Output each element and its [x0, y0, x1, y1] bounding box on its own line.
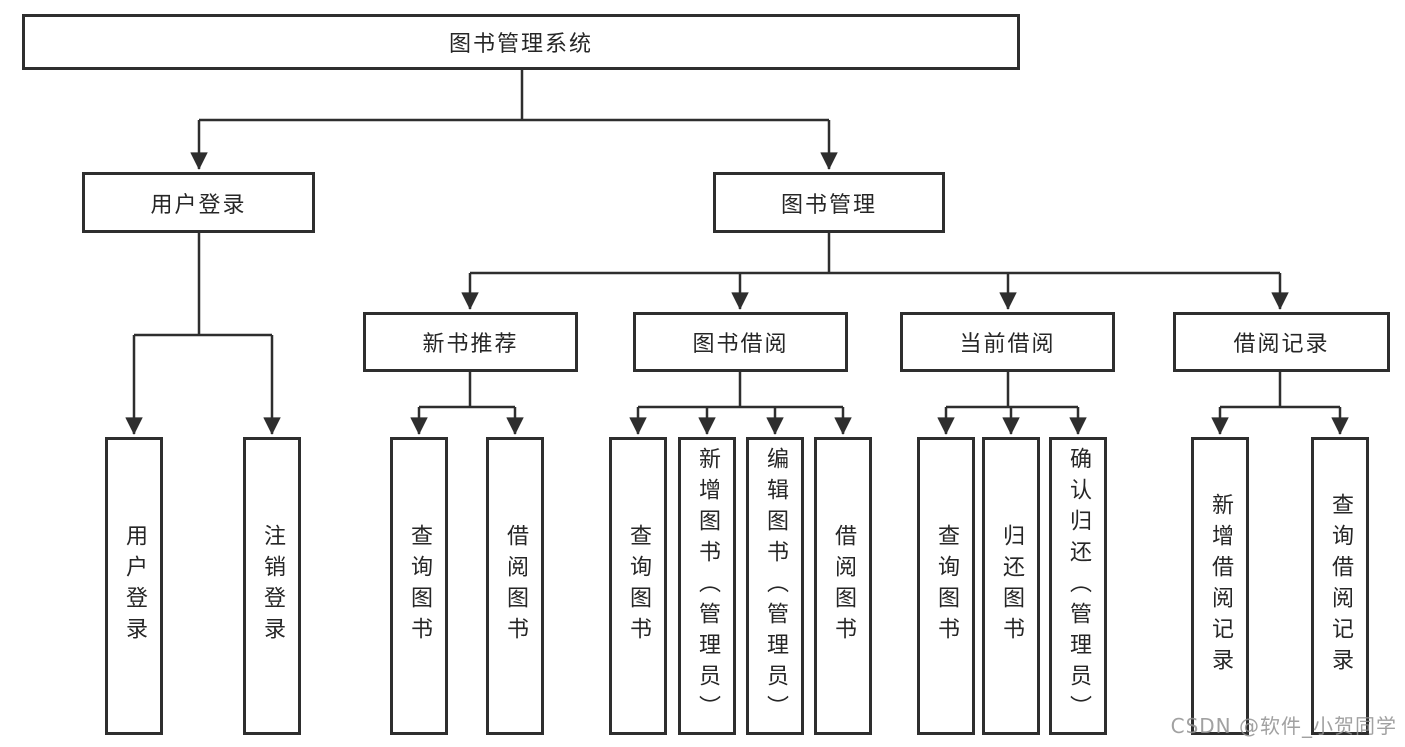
node-root: 图书管理系统 [22, 14, 1020, 70]
connector-user-login-bus [134, 233, 272, 337]
node-borrowing-records-label: 借阅记录 [1233, 332, 1330, 357]
node-leaf-rec-borrow-book: 借阅图书 [486, 437, 544, 735]
node-leaf-cb-return-book: 归还图书 [982, 437, 1040, 735]
node-leaf-bb-edit-book-label: 编辑图书（管理员） [763, 446, 788, 726]
node-leaf-cb-return-book-label: 归还图书 [999, 524, 1024, 648]
node-leaf-br-add-record: 新增借阅记录 [1191, 437, 1249, 735]
connector-current-borrowing-bus [946, 372, 1078, 409]
node-user-login-label: 用户登录 [150, 192, 247, 218]
connector-book-management-bus [470, 233, 1280, 275]
node-leaf-br-query-record-label: 查询借阅记录 [1328, 493, 1353, 679]
connector-new-book-recommend-bus [419, 372, 515, 409]
node-leaf-bb-query-book-label: 查询图书 [626, 524, 651, 648]
connector-root-bus [199, 70, 829, 122]
node-new-book-recommend-label: 新书推荐 [422, 332, 519, 357]
node-leaf-bb-borrow-book: 借阅图书 [814, 437, 872, 735]
node-book-management: 图书管理 [713, 172, 945, 233]
node-borrowing-records: 借阅记录 [1173, 312, 1390, 372]
node-book-borrowing-label: 图书借阅 [692, 332, 789, 357]
node-leaf-user-login: 用户登录 [105, 437, 163, 735]
node-leaf-br-query-record: 查询借阅记录 [1311, 437, 1369, 735]
node-leaf-br-add-record-label: 新增借阅记录 [1208, 493, 1233, 679]
node-leaf-bb-query-book: 查询图书 [609, 437, 667, 735]
node-user-login: 用户登录 [82, 172, 315, 233]
csdn-watermark: CSDN @软件_小贺同学 [1170, 714, 1397, 738]
node-leaf-rec-query-book-label: 查询图书 [407, 524, 432, 648]
node-leaf-cb-query-book: 查询图书 [917, 437, 975, 735]
node-leaf-cb-query-book-label: 查询图书 [934, 524, 959, 648]
node-current-borrowing-label: 当前借阅 [959, 332, 1056, 357]
node-leaf-rec-borrow-book-label: 借阅图书 [503, 524, 528, 648]
connector-book-borrowing-bus [638, 372, 843, 409]
node-book-management-label: 图书管理 [780, 192, 877, 218]
node-current-borrowing: 当前借阅 [900, 312, 1115, 372]
node-leaf-user-login-label: 用户登录 [122, 524, 147, 648]
node-leaf-rec-query-book: 查询图书 [390, 437, 448, 735]
node-leaf-cb-confirm-return: 确认归还（管理员） [1049, 437, 1107, 735]
node-book-borrowing: 图书借阅 [633, 312, 848, 372]
node-leaf-logout-label: 注销登录 [260, 524, 285, 648]
node-leaf-bb-add-book-label: 新增图书（管理员） [695, 446, 720, 726]
node-new-book-recommend: 新书推荐 [363, 312, 578, 372]
node-root-label: 图书管理系统 [448, 32, 593, 57]
node-leaf-logout: 注销登录 [243, 437, 301, 735]
node-leaf-bb-add-book: 新增图书（管理员） [678, 437, 736, 735]
node-leaf-cb-confirm-return-label: 确认归还（管理员） [1066, 446, 1091, 726]
node-leaf-bb-borrow-book-label: 借阅图书 [831, 524, 856, 648]
node-leaf-bb-edit-book: 编辑图书（管理员） [746, 437, 804, 735]
connector-borrowing-records-bus [1220, 372, 1340, 409]
